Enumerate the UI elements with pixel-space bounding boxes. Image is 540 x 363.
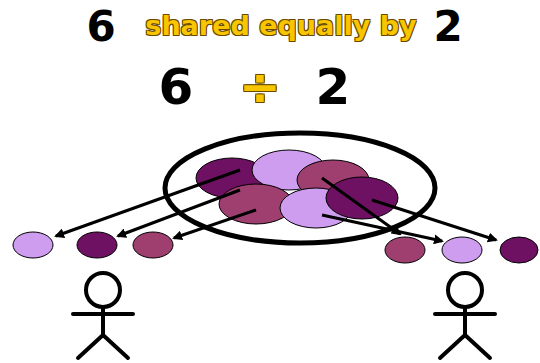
share-arrow xyxy=(322,215,442,241)
shared-sweet xyxy=(500,237,538,263)
share-arrow xyxy=(118,190,240,236)
divisor-number: 2 xyxy=(433,6,462,48)
dividend-number: 6 xyxy=(159,62,194,112)
person-leg xyxy=(103,335,128,358)
shared-sweet xyxy=(13,232,53,258)
division-sign: ÷ xyxy=(239,62,281,112)
shared-sweet xyxy=(385,237,425,263)
person-leg xyxy=(78,335,103,358)
person-leg xyxy=(465,335,490,358)
shared-sweet xyxy=(77,232,117,258)
person-leg xyxy=(440,335,465,358)
shared-sweet xyxy=(442,237,482,263)
sweet xyxy=(326,177,398,219)
person-head xyxy=(448,273,482,307)
dividend-number: 6 xyxy=(86,6,115,48)
person-arms xyxy=(435,312,495,316)
person-body xyxy=(463,307,467,335)
share-arrow xyxy=(174,210,256,238)
sharing-phrase: shared equally by xyxy=(145,12,416,39)
person-body xyxy=(101,307,105,335)
share-arrow xyxy=(372,200,496,240)
divisor-number: 2 xyxy=(316,62,351,112)
plate-ellipse xyxy=(165,133,435,243)
person-head xyxy=(86,273,120,307)
shared-sweet xyxy=(133,232,173,258)
person-arms xyxy=(73,312,133,316)
